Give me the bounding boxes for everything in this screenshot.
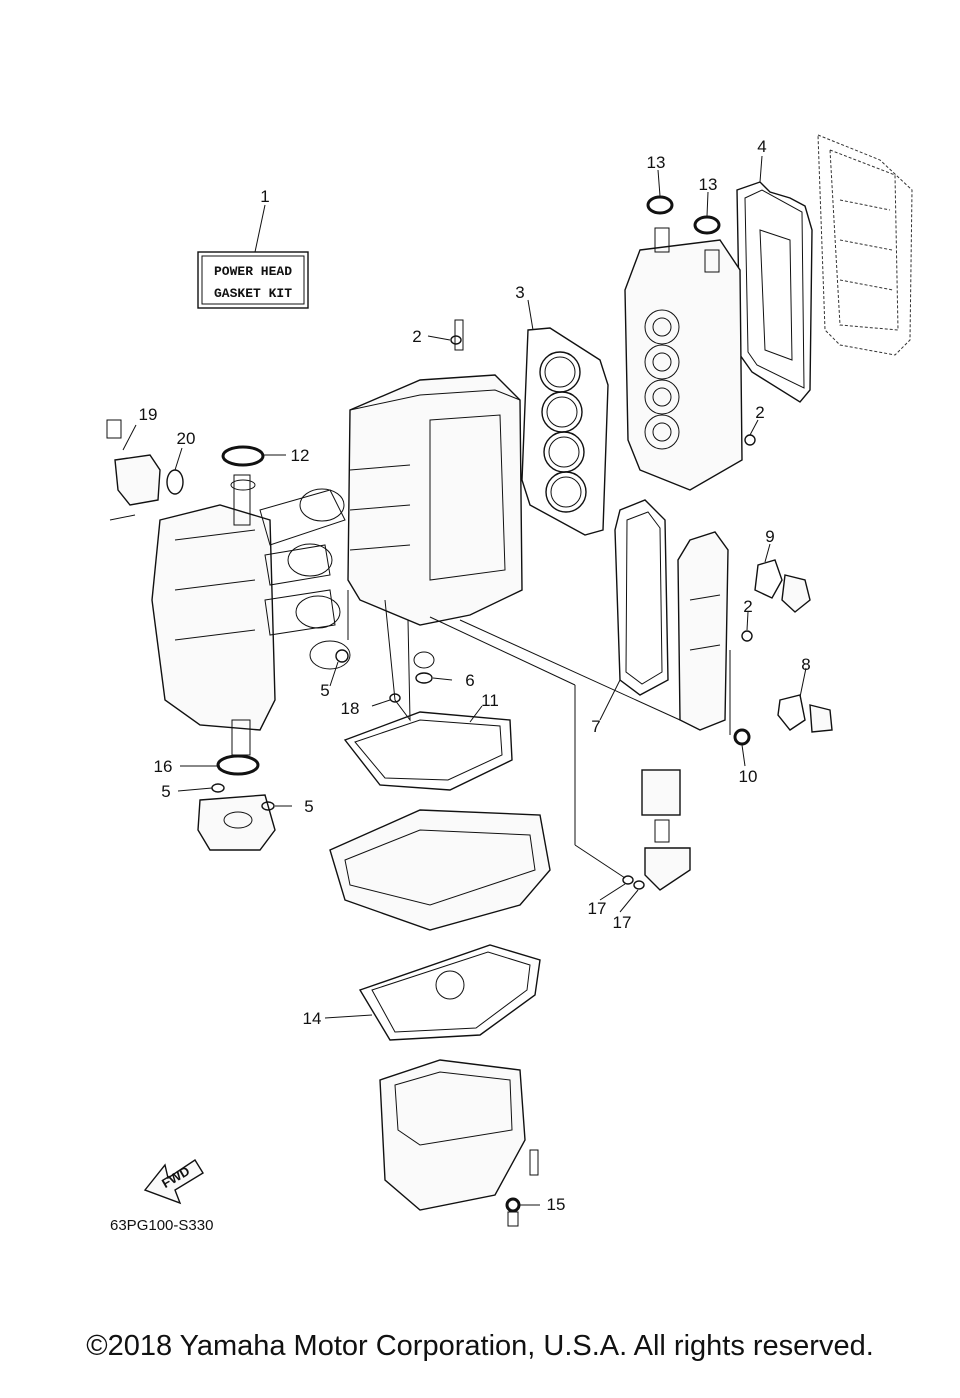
leader-lines (122, 155, 807, 1206)
oil-pan (379, 1059, 539, 1211)
oil-pan-gasket[interactable] (358, 944, 541, 1041)
crankcase-assembly (151, 474, 351, 756)
thermostat-housing (106, 419, 184, 521)
callout-13-left[interactable]: 13 (647, 153, 666, 172)
callout-4[interactable]: 4 (757, 137, 766, 156)
callout-16[interactable]: 16 (154, 757, 173, 776)
callout-17-right[interactable]: 17 (613, 913, 632, 932)
exhaust-cover-gasket[interactable] (614, 499, 669, 696)
callout-2-top[interactable]: 2 (412, 327, 421, 346)
exhaust-cover (677, 531, 729, 731)
crankcase-lower (329, 809, 551, 931)
forward-arrow-icon: FWD (143, 1159, 204, 1205)
callout-18[interactable]: 18 (341, 699, 360, 718)
head-cover-gasket[interactable] (736, 181, 813, 403)
callout-14[interactable]: 14 (303, 1009, 322, 1028)
callout-13-right[interactable]: 13 (699, 175, 718, 194)
callout-5-pump-left[interactable]: 5 (161, 782, 170, 801)
cylinder-head (624, 227, 743, 491)
callout-19[interactable]: 19 (139, 405, 158, 424)
callout-9[interactable]: 9 (765, 527, 774, 546)
callout-12[interactable]: 12 (291, 446, 310, 465)
callout-8[interactable]: 8 (801, 655, 810, 674)
cylinder-head-cover (817, 134, 913, 356)
kit-box-line1: POWER HEAD (214, 264, 292, 279)
callout-7[interactable]: 7 (591, 717, 600, 736)
callout-5-pump-right[interactable]: 5 (304, 797, 313, 816)
callout-6[interactable]: 6 (465, 671, 474, 690)
diagram-code: 63PG100-S330 (110, 1217, 213, 1234)
callout-2-exhaust[interactable]: 2 (743, 597, 752, 616)
callout-labels: 1 2 2 2 3 4 5 5 5 6 7 8 9 10 11 12 13 13… (139, 137, 811, 1214)
crankcase-gasket[interactable] (343, 711, 513, 791)
callout-20[interactable]: 20 (177, 429, 196, 448)
copyright-notice: ©2018 Yamaha Motor Corporation, U.S.A. A… (86, 1330, 874, 1362)
gasket-kit-box[interactable]: POWER HEAD GASKET KIT (197, 251, 309, 309)
kit-box-line2: GASKET KIT (214, 286, 292, 301)
cylinder-block (347, 319, 523, 722)
callout-5-block[interactable]: 5 (320, 681, 329, 700)
cylinder-head-gasket[interactable] (521, 327, 609, 536)
callout-15[interactable]: 15 (547, 1195, 566, 1214)
callout-3[interactable]: 3 (515, 283, 524, 302)
callout-1[interactable]: 1 (260, 187, 269, 206)
oil-pump (197, 794, 276, 851)
callout-2-head[interactable]: 2 (755, 403, 764, 422)
callout-17-left[interactable]: 17 (588, 899, 607, 918)
callout-11[interactable]: 11 (481, 691, 499, 710)
callout-10[interactable]: 10 (739, 767, 758, 786)
oil-filter-assembly (641, 769, 691, 891)
